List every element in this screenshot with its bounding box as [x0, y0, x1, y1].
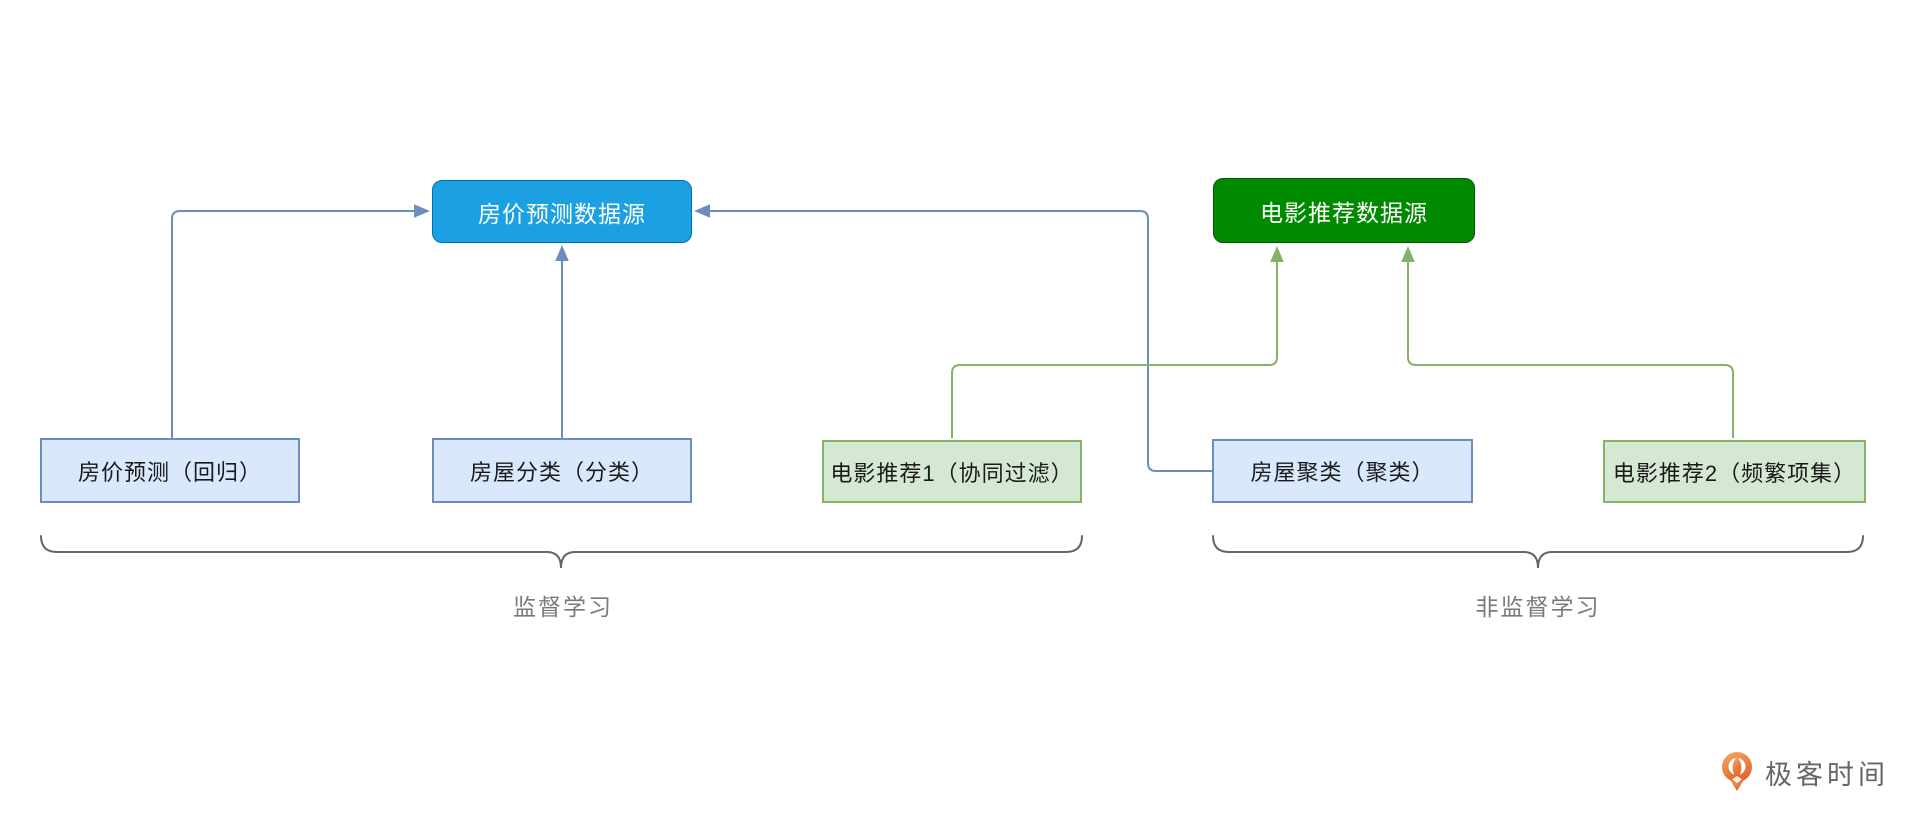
geektime-logo-text: 极客时间 — [1765, 759, 1889, 790]
edge-movierec1-to-moviesource — [951, 261, 1278, 438]
node-movie-rec-2: 电影推荐2（频繁项集） — [1603, 440, 1866, 503]
arrowhead-into-source-bottom — [555, 245, 569, 261]
node-house-price-source: 房价预测数据源 — [432, 180, 692, 243]
arrowhead-into-moviesource-right — [1401, 246, 1415, 262]
node-house-price-regression: 房价预测（回归） — [40, 438, 300, 503]
unsupervised-brace — [1212, 535, 1864, 569]
edge-clustering-to-source — [709, 210, 1212, 472]
supervised-group-label: 监督学习 — [513, 594, 613, 620]
arrowhead-into-source-right — [694, 204, 710, 218]
unsupervised-group-label: 非监督学习 — [1475, 594, 1601, 620]
node-house-clustering: 房屋聚类（聚类） — [1212, 439, 1473, 503]
edge-movierec2-to-moviesource — [1407, 261, 1734, 438]
geektime-logo: 极客时间 — [1718, 750, 1889, 794]
arrowhead-into-source-left — [414, 204, 430, 218]
geektime-pin-icon — [1722, 752, 1752, 791]
node-movie-rec-source: 电影推荐数据源 — [1213, 178, 1475, 243]
supervised-brace — [40, 535, 1083, 569]
node-movie-rec-1: 电影推荐1（协同过滤） — [822, 440, 1082, 503]
node-house-classification: 房屋分类（分类） — [432, 438, 692, 503]
arrowhead-into-moviesource-left — [1270, 246, 1284, 262]
edge-regression-to-source — [171, 210, 415, 438]
